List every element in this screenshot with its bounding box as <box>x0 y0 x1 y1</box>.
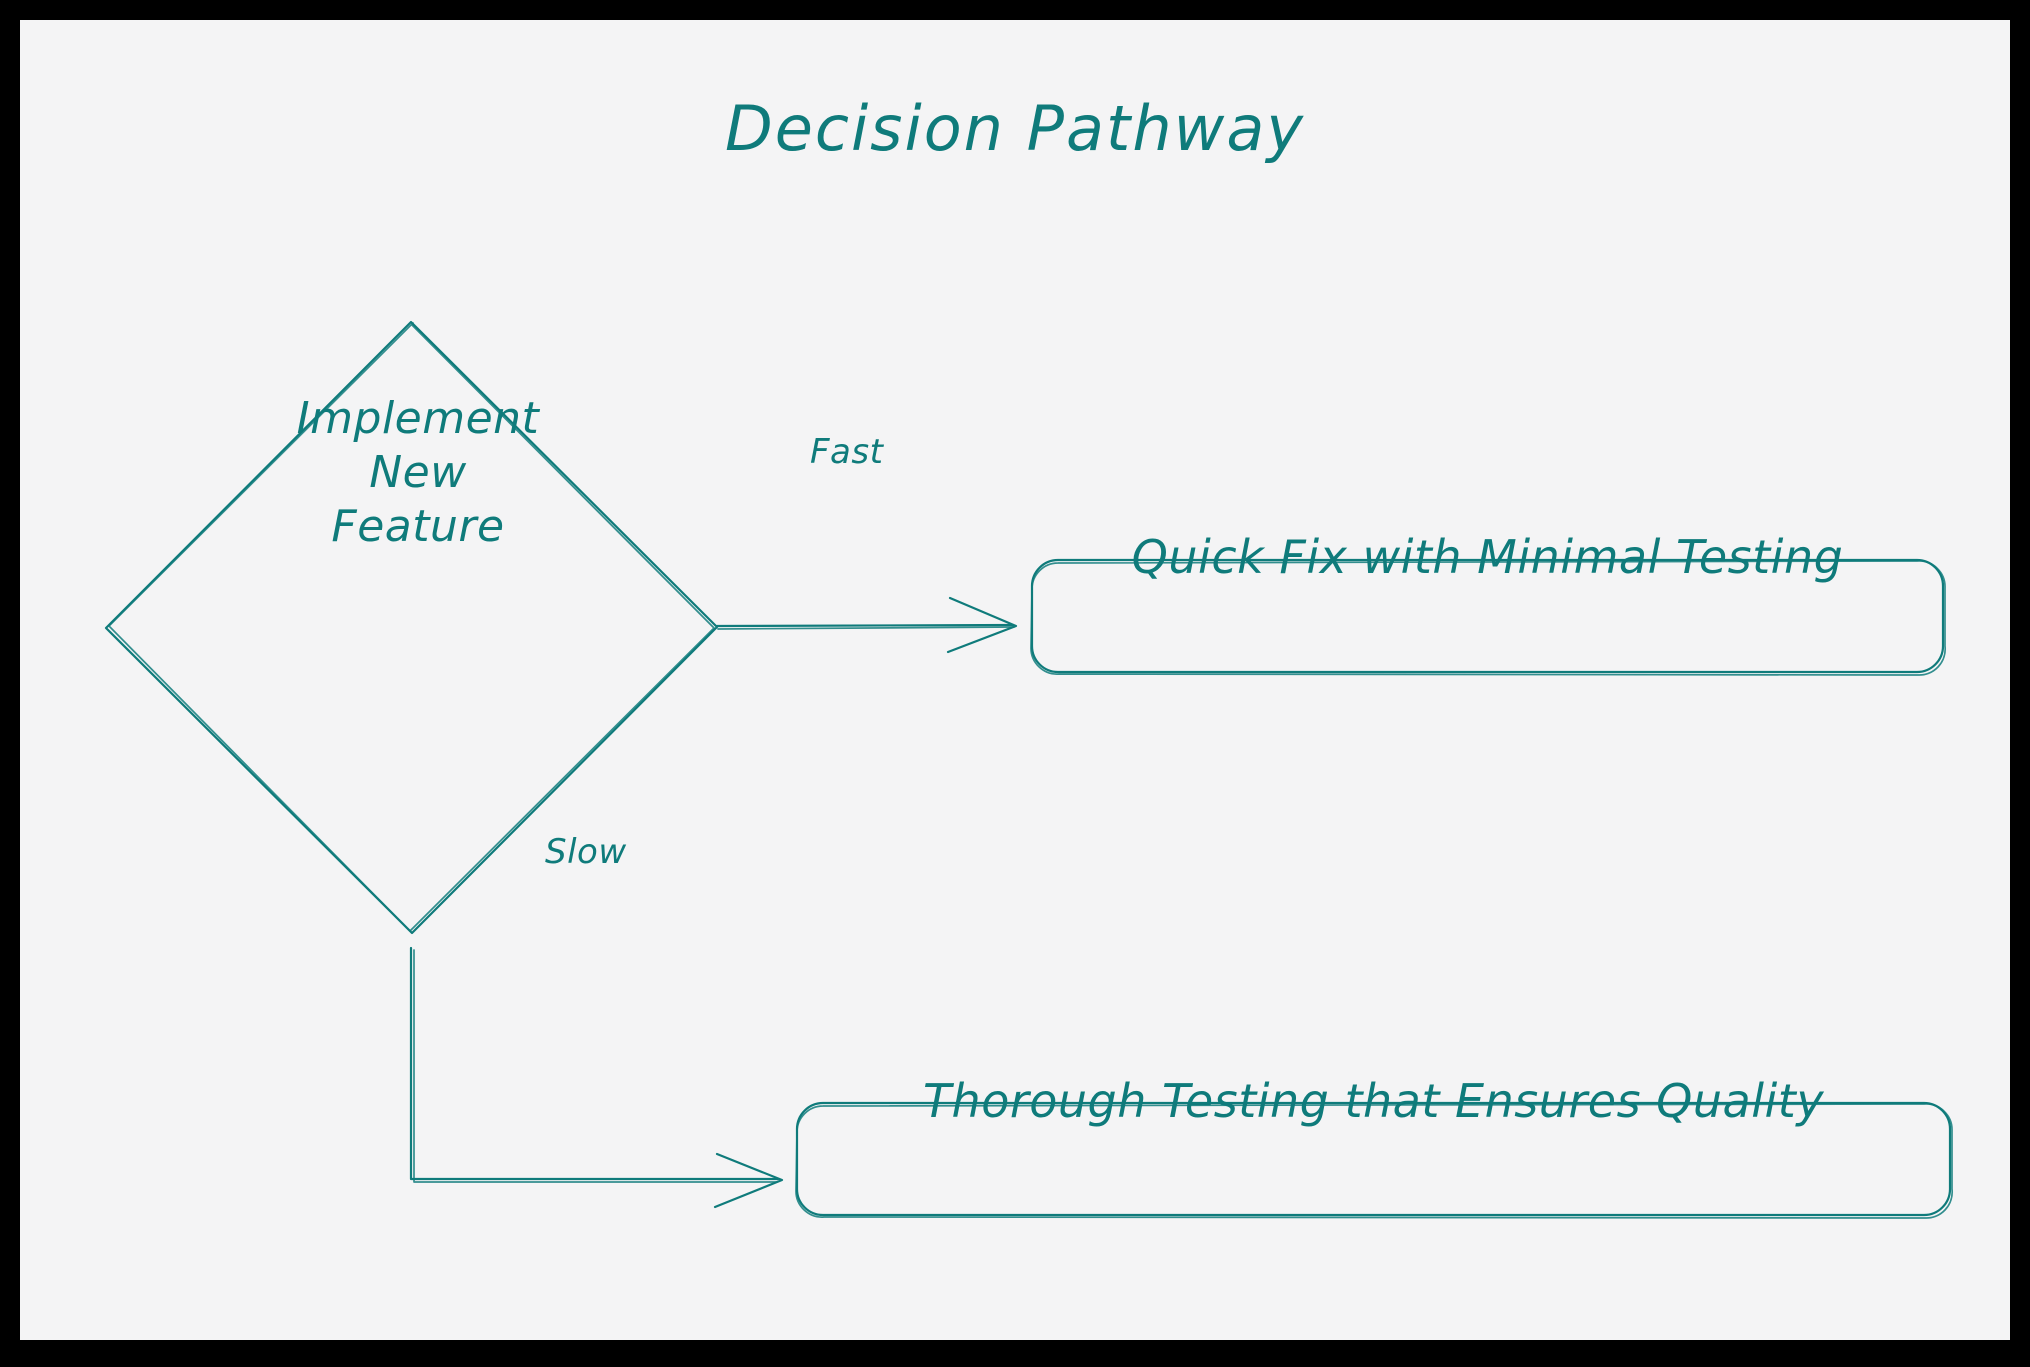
node-quick-fix-shape[interactable] <box>1030 558 1947 676</box>
edge-slow-label: Slow <box>545 832 627 872</box>
diagram-canvas: Decision Pathway Implement New Feature Q… <box>20 20 2010 1340</box>
node-decision-label-line-1: Implement <box>296 393 540 444</box>
node-quick-fix-label: Quick Fix with Minimal Testing <box>1131 530 1844 584</box>
diagram-graphics <box>104 320 1954 1219</box>
node-decision-label-line-2: New <box>369 447 467 498</box>
node-decision-label-line-3: Feature <box>331 501 505 552</box>
node-thorough-label: Thorough Testing that Ensures Quality <box>922 1074 1825 1128</box>
edge-fast <box>715 596 1018 654</box>
node-decision-shape[interactable] <box>104 320 719 935</box>
page-title: Decision Pathway <box>724 92 1306 165</box>
edge-fast-label: Fast <box>810 432 884 472</box>
edge-slow <box>409 946 784 1209</box>
node-decision-label: Implement New Feature <box>112 392 724 554</box>
node-thorough-shape[interactable] <box>795 1101 1954 1219</box>
